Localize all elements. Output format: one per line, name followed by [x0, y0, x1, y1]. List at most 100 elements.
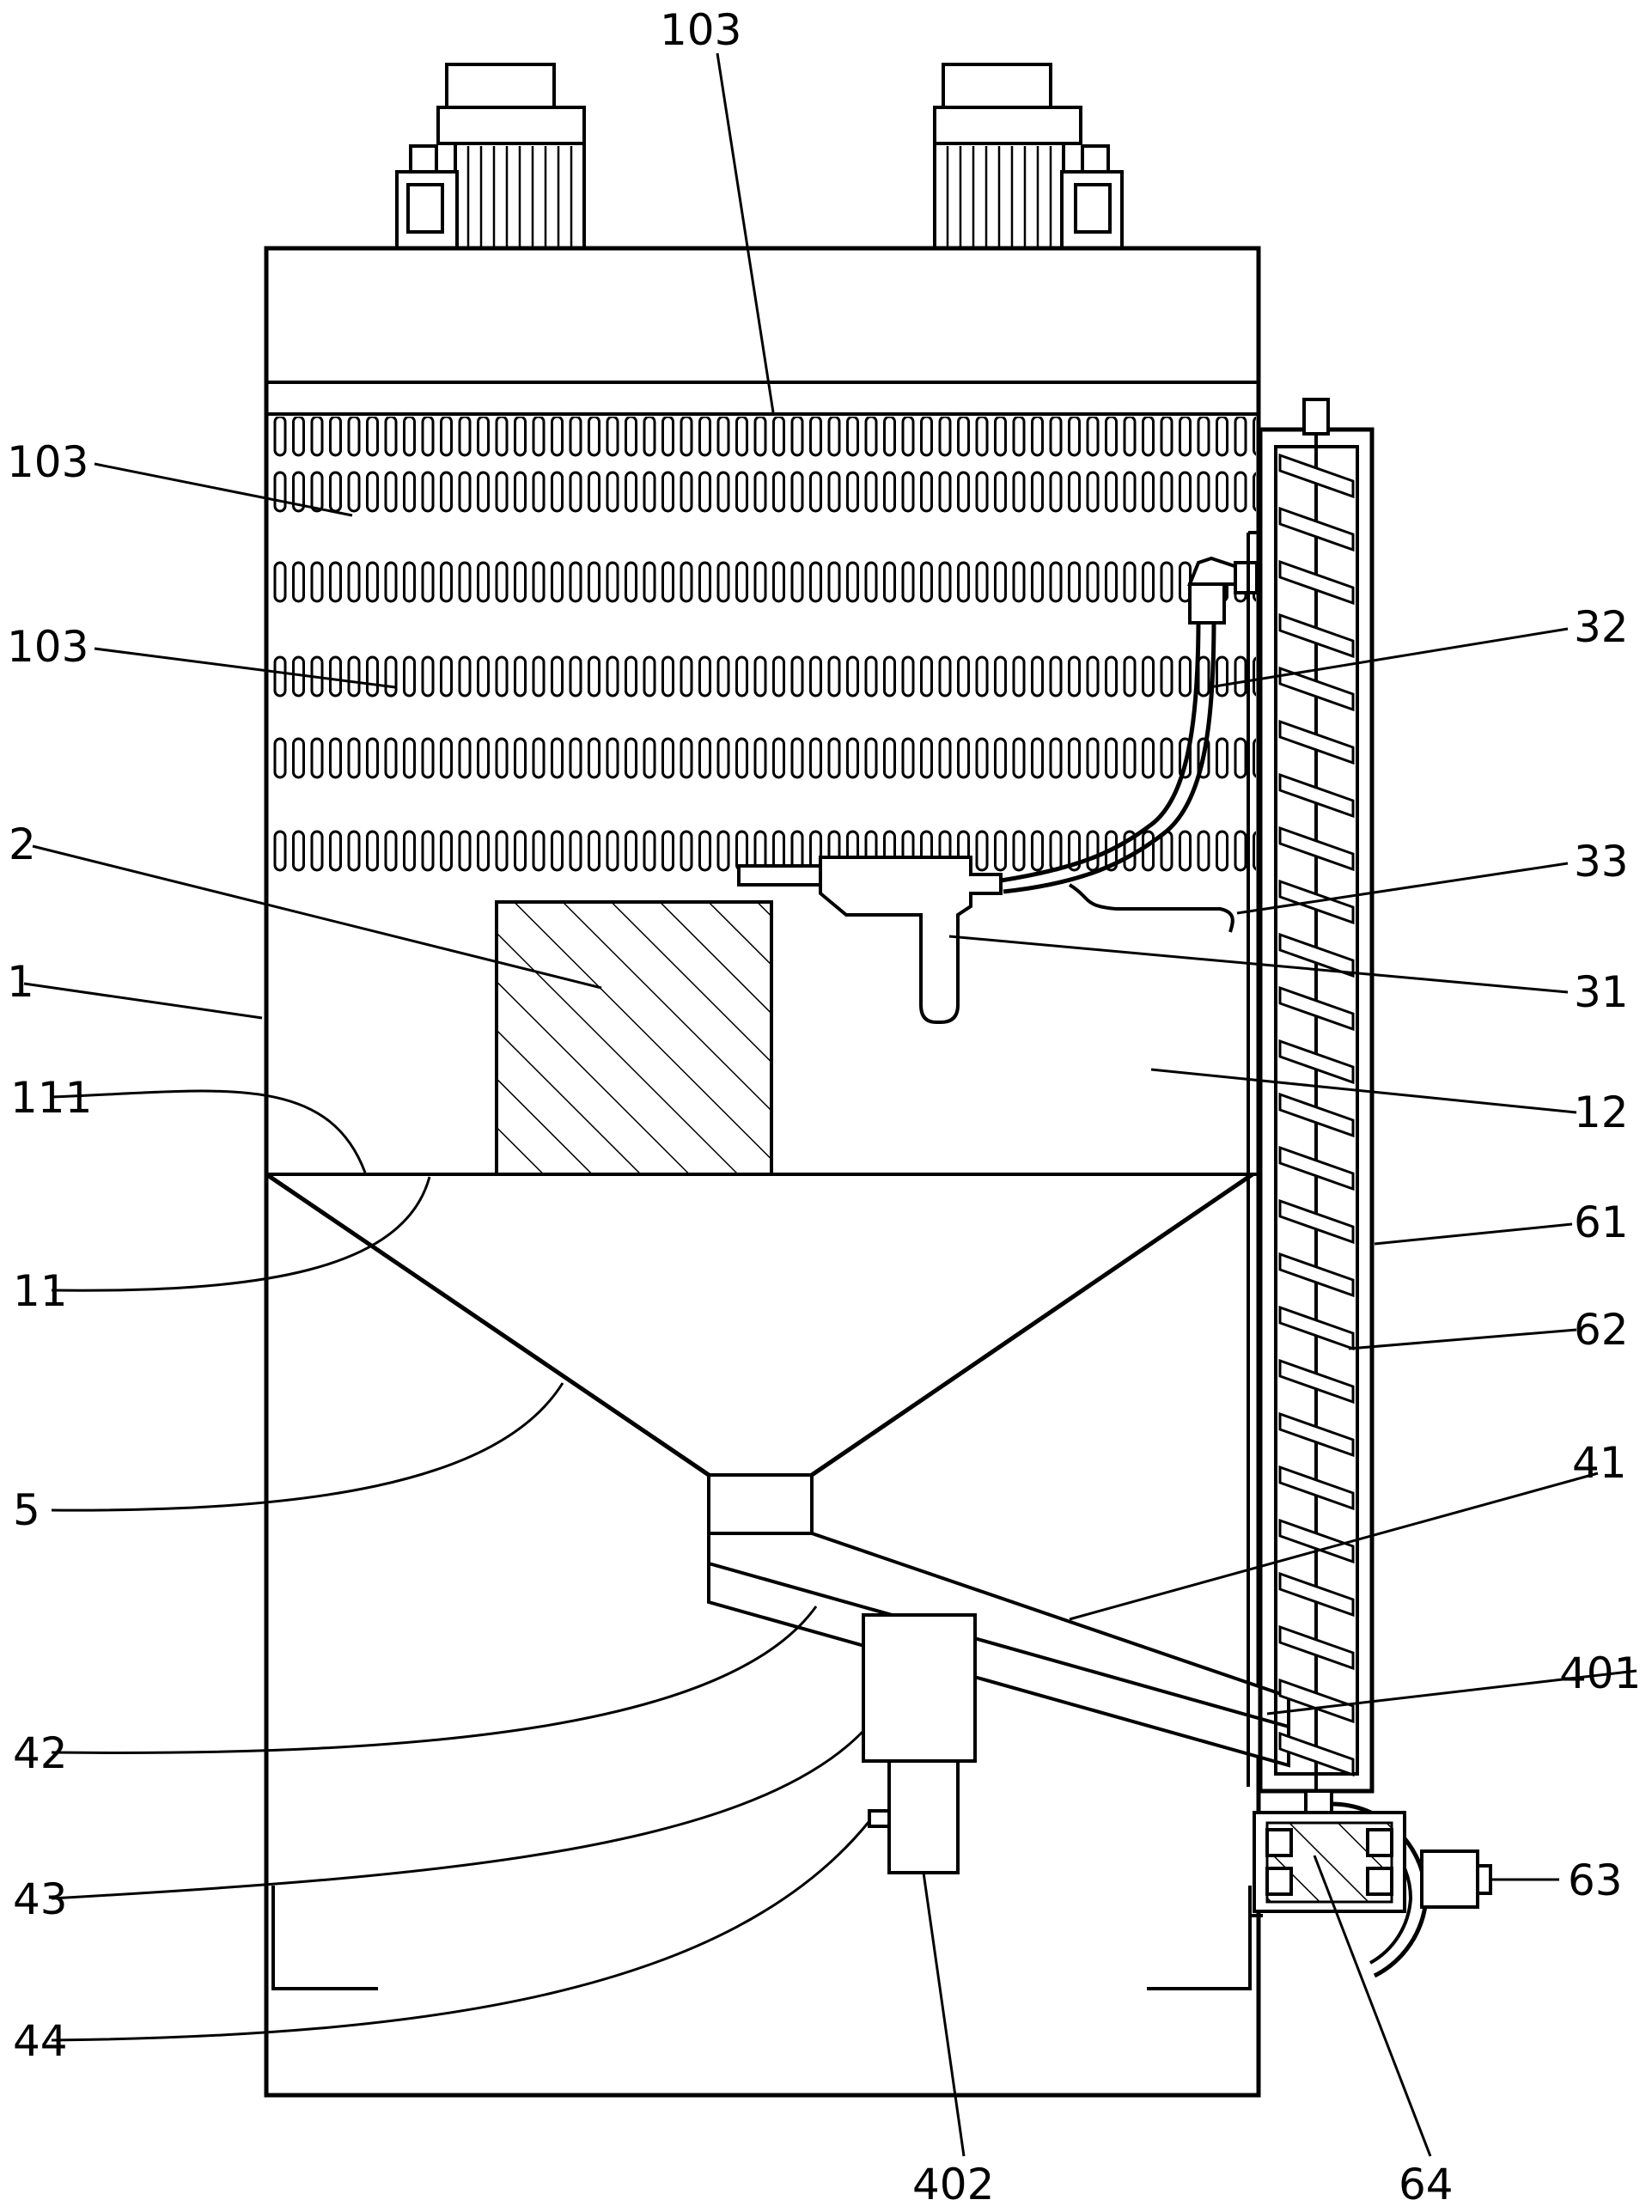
- screen-slot: [866, 657, 876, 696]
- screen-slot: [663, 739, 674, 777]
- screen-slot: [885, 739, 895, 777]
- screen-slot: [460, 472, 470, 511]
- screen-slot: [792, 472, 802, 511]
- screen-slot: [977, 832, 987, 870]
- screen-slot: [663, 563, 674, 601]
- screen-slot: [1088, 417, 1098, 455]
- screen-slot: [996, 563, 1006, 601]
- screen-slot: [885, 417, 895, 455]
- screen-slot: [829, 417, 839, 455]
- screen-slot: [552, 563, 563, 601]
- screen-slot: [294, 563, 304, 601]
- screen-slot: [829, 657, 839, 696]
- screen-slot: [442, 832, 452, 870]
- screen-slot: [331, 472, 341, 511]
- screen-slot: [1180, 417, 1191, 455]
- screen-slot: [774, 472, 784, 511]
- screen-slot: [442, 563, 452, 601]
- screen-slot: [792, 563, 802, 601]
- screen-slot: [977, 739, 987, 777]
- screen-slot: [903, 563, 913, 601]
- screen-slot: [1180, 832, 1191, 870]
- screen-slot: [607, 563, 618, 601]
- label-44: 44: [13, 2016, 68, 2066]
- screen-slot: [589, 657, 600, 696]
- screen-slot: [1088, 563, 1098, 601]
- screen-slot: [349, 739, 359, 777]
- screen-slot: [774, 657, 784, 696]
- screen-slot: [644, 739, 655, 777]
- screen-slot: [1217, 739, 1228, 777]
- screen-slot: [1143, 739, 1154, 777]
- screen-slot: [996, 657, 1006, 696]
- screen-slot: [848, 657, 858, 696]
- screen-slot: [275, 832, 285, 870]
- screen-slot: [1143, 563, 1154, 601]
- label-103-top: 103: [660, 5, 741, 55]
- screen-slot: [1106, 563, 1117, 601]
- screen-slot: [331, 739, 341, 777]
- mounting-brackets: [273, 1886, 1263, 1989]
- screen-slot: [1161, 832, 1172, 870]
- screen-slot: [1088, 739, 1098, 777]
- screen-slot: [848, 472, 858, 511]
- screen-slot: [312, 563, 322, 601]
- screen-slot: [774, 417, 784, 455]
- screen-slot: [1125, 472, 1135, 511]
- screen-slot: [644, 657, 655, 696]
- screen-slot: [497, 832, 507, 870]
- screen-slot: [811, 472, 821, 511]
- screen-slot: [959, 657, 969, 696]
- screen-slot: [996, 832, 1006, 870]
- label-103-a: 103: [7, 437, 88, 487]
- screen-slot: [275, 563, 285, 601]
- screen-slot: [1070, 657, 1080, 696]
- screen-slot: [1217, 472, 1228, 511]
- screen-slot: [515, 563, 526, 601]
- screen-slot: [755, 417, 765, 455]
- screen-slot: [1088, 472, 1098, 511]
- label-41: 41: [1572, 1438, 1627, 1488]
- screen-slot: [1143, 472, 1154, 511]
- screen-slot: [589, 472, 600, 511]
- screen-slot: [663, 472, 674, 511]
- screen-slot: [497, 739, 507, 777]
- screen-slot: [866, 417, 876, 455]
- screen-slot: [1051, 563, 1061, 601]
- screen-slot: [1033, 417, 1043, 455]
- screen-slot: [349, 657, 359, 696]
- screen-slot: [497, 472, 507, 511]
- screen-slot: [405, 739, 415, 777]
- screen-slot: [940, 417, 950, 455]
- screen-slot: [423, 657, 433, 696]
- screen-slot: [275, 739, 285, 777]
- screen-slot: [312, 739, 322, 777]
- screen-slot: [903, 417, 913, 455]
- screen-slot: [866, 472, 876, 511]
- screen-slot: [349, 563, 359, 601]
- screen-slot: [607, 832, 618, 870]
- screen-slot: [885, 657, 895, 696]
- screen-slot: [1235, 739, 1246, 777]
- screen-slot: [1014, 739, 1024, 777]
- screen-slot: [1051, 472, 1061, 511]
- screen-slot: [718, 563, 728, 601]
- screen-slot: [405, 657, 415, 696]
- screen-slot: [515, 832, 526, 870]
- screen-slot: [368, 472, 378, 511]
- screen-slot: [626, 739, 637, 777]
- screen-slot: [848, 417, 858, 455]
- screen-slot: [626, 832, 637, 870]
- screen-slot: [1088, 832, 1098, 870]
- screen-slot: [386, 657, 396, 696]
- screen-slot: [700, 832, 710, 870]
- label-63: 63: [1568, 1856, 1623, 1905]
- screen-slot: [552, 417, 563, 455]
- screen-slot: [349, 472, 359, 511]
- screen-slot: [570, 417, 581, 455]
- screen-slot: [848, 739, 858, 777]
- screen-slot: [294, 832, 304, 870]
- screen-slot: [1106, 657, 1117, 696]
- screen-slot: [1235, 832, 1246, 870]
- label-12: 12: [1574, 1088, 1629, 1137]
